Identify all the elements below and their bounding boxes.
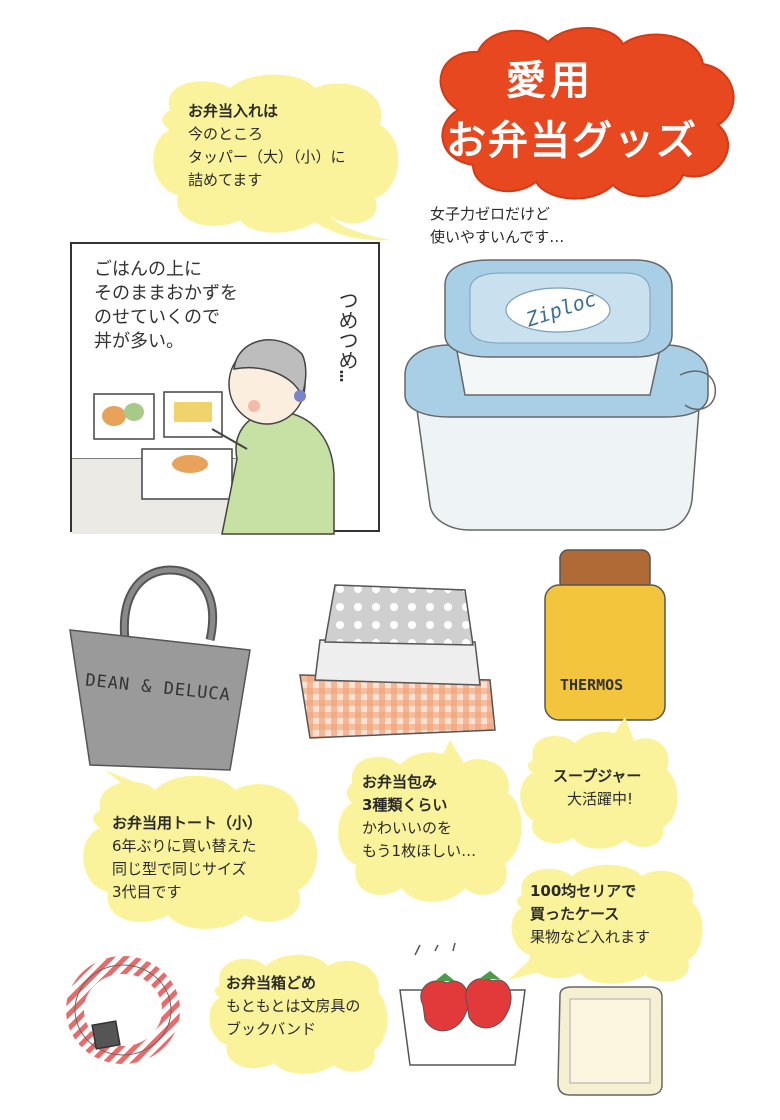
bubble-case: 100均セリアで 買ったケース 果物など入れます [500,860,705,985]
bubble-band-heading: お弁当箱どめ [226,974,317,992]
thermos-label: THERMOS [560,676,624,694]
tupperware-illustration [404,259,716,531]
bubble-soup-shape [520,717,678,849]
bubble-case-heading: 100均セリアで 買ったケース [530,882,637,923]
bubble-case-shape [508,864,703,984]
title-burst-shape [439,27,735,200]
bubble-container-heading: お弁当入れは [188,102,279,120]
tupperware-note: 女子力ゼロだけど 使いやすいんです… [430,205,565,246]
bubble-tote: お弁当用トート（小） 6年ぶりに買い替えた 同じ型で同じサイズ 3代目です [70,770,325,935]
bubble-tote-body: 6年ぶりに買い替えた 同じ型で同じサイズ 3代目です [112,837,257,901]
comic-panel: ごはんの上に そのままおかずを のせていくので 丼が多い。 つめつめ… [70,242,380,535]
title-line2: お弁当グッズ [446,118,698,164]
bubble-wrap-heading: お弁当包み 3種類くらい [362,773,448,814]
bubble-band-shape [209,954,388,1074]
comic-sfx: つめつめ… [335,290,359,383]
strawberry-box-illustration [399,942,526,1066]
bubble-wrap-shape [338,740,522,902]
bubble-soup: スープジャー 大活躍中! [515,717,678,850]
bubble-soup-body: 大活躍中! [567,790,634,808]
bubble-wrap: お弁当包み 3種類くらい かわいいのを もう1枚ほしい… [330,740,525,910]
bubble-tote-heading: お弁当用トート（小） [112,814,263,832]
bubble-soup-heading: スープジャー [553,767,642,785]
case-illustration [557,986,663,1096]
tote-bag-illustration [69,565,251,771]
title-burst: 愛用 お弁当グッズ [418,20,748,205]
bubble-wrap-body: かわいいのを もう1枚ほしい… [362,819,477,860]
bubble-container: お弁当入れは 今のところ タッパー（大）（小）に 詰めてます [140,70,410,245]
comic-illustration [72,339,335,535]
thermos-illustration [544,549,666,721]
bubble-container-shape [153,74,399,241]
lunch-wraps-illustration [299,584,496,739]
bubble-band-body: もともとは文房具の ブックバンド [226,997,361,1038]
bubble-band: お弁当箱どめ もともとは文房具の ブックバンド [200,950,390,1075]
bubble-case-body: 果物など入れます [530,928,651,946]
bubble-container-body: 今のところ タッパー（大）（小）に 詰めてます [188,125,346,189]
book-band-illustration [66,956,180,1064]
bubble-tote-shape [83,770,318,929]
title-line1: 愛用 [506,58,594,104]
comic-caption: ごはんの上に そのままおかずを のせていくので 丼が多い。 [94,259,238,352]
